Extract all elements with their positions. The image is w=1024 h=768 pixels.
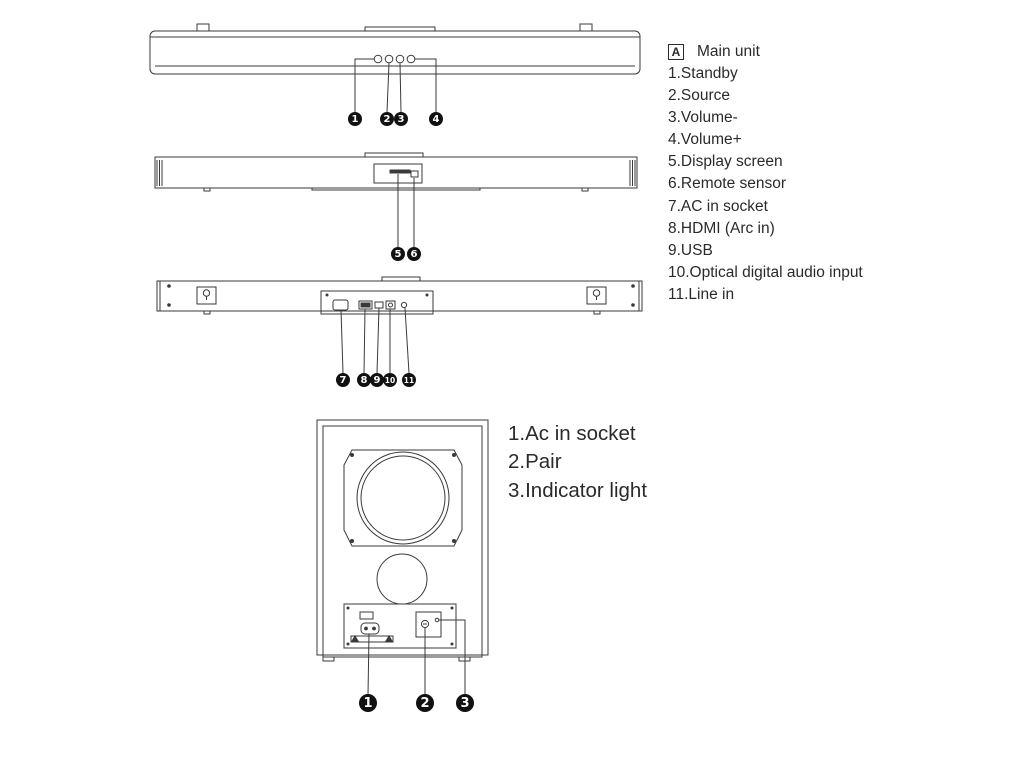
legend-item: 3.Indicator light xyxy=(508,478,648,502)
hdmi-port xyxy=(358,300,373,310)
callout-number: 4 xyxy=(433,114,440,125)
display-screen xyxy=(389,169,411,174)
legend-item: 2.Pair xyxy=(508,450,562,474)
legend-item: 9.USB xyxy=(668,241,713,259)
source-button xyxy=(384,54,394,64)
legend-item: 6.Remote sensor xyxy=(668,175,787,193)
callouts-top-view: 1 2 3 4 xyxy=(348,112,443,126)
callout-marker xyxy=(402,373,416,387)
legend-item: 3.Volume- xyxy=(668,109,738,127)
legend-title-row: A Main unit xyxy=(668,41,863,63)
callouts-subwoofer: 1 2 3 xyxy=(359,694,474,712)
front-grille-right xyxy=(629,160,636,186)
volume-up-button xyxy=(406,54,416,64)
legend-item: 8.HDMI (Arc in) xyxy=(668,219,775,237)
main-unit-part-list: 1.Standby 2.Source 3.Volume- 4.Volume+ 5… xyxy=(668,63,863,306)
callout-marker xyxy=(394,112,408,126)
bass-port xyxy=(376,553,428,605)
legend-item: 1.Standby xyxy=(668,65,738,82)
soundbar-rear-view xyxy=(156,276,643,374)
callout-number: 3 xyxy=(460,696,469,711)
subwoofer-control-panel xyxy=(343,603,457,649)
callout-marker xyxy=(407,247,421,261)
callout-number: 3 xyxy=(398,114,405,125)
woofer-cone xyxy=(360,455,446,541)
front-grille-left xyxy=(156,160,163,186)
callout-marker xyxy=(383,373,397,387)
legend-item: 5.Display screen xyxy=(668,153,783,171)
callout-marker xyxy=(380,112,394,126)
legend-item: 10.Optical digital audio input xyxy=(668,263,863,281)
ac-in-socket xyxy=(332,299,349,311)
callout-number: 11 xyxy=(404,376,414,385)
legend-item: 2.Source xyxy=(668,87,731,105)
usb-port xyxy=(374,301,384,309)
pair-button xyxy=(420,619,430,629)
volume-down-button xyxy=(395,54,405,64)
callout-marker xyxy=(348,112,362,126)
rear-connector-panel xyxy=(320,290,434,315)
callout-number: 1 xyxy=(352,114,359,125)
callout-marker xyxy=(391,247,405,261)
standby-button xyxy=(373,54,383,64)
section-letter-badge: A xyxy=(668,44,684,60)
callout-marker xyxy=(456,694,474,712)
callouts-front-view: 5 6 xyxy=(391,247,421,261)
callout-number: 8 xyxy=(361,375,368,386)
callout-number: 1 xyxy=(363,696,372,711)
callout-number: 6 xyxy=(411,249,418,260)
pair-button-housing xyxy=(415,611,442,638)
callout-marker xyxy=(336,373,350,387)
legend-item: 1.Ac in socket xyxy=(508,422,636,445)
soundbar-front-view xyxy=(154,152,638,247)
subwoofer-rear-view xyxy=(316,419,489,696)
woofer-frame xyxy=(343,449,463,547)
wall-mount-hole-left xyxy=(196,286,217,305)
callout-number: 2 xyxy=(384,114,391,125)
callout-marker xyxy=(359,694,377,712)
legend-item: 4.Volume+ xyxy=(668,131,742,149)
callout-marker xyxy=(370,373,384,387)
callout-marker xyxy=(429,112,443,126)
indicator-light xyxy=(434,617,440,623)
callout-number: 5 xyxy=(395,249,402,260)
legend-title: Main unit xyxy=(697,42,760,60)
optical-port xyxy=(385,300,396,310)
legend-item: 11.Line in xyxy=(668,285,735,303)
callout-number: 9 xyxy=(374,375,381,386)
callout-number: 7 xyxy=(340,375,347,386)
subwoofer-ac-socket xyxy=(360,622,380,635)
line-in-jack xyxy=(400,301,408,309)
subwoofer-legend: 1.Ac in socket 2.Pair 3.Indicator light xyxy=(508,420,647,505)
wall-mount-hole-right xyxy=(586,286,607,305)
main-unit-legend: A Main unit 1.Standby 2.Source 3.Volume-… xyxy=(668,41,863,306)
remote-sensor xyxy=(410,170,419,178)
subwoofer-part-list: 1.Ac in socket 2.Pair 3.Indicator light xyxy=(508,420,647,505)
legend-item: 7.AC in socket xyxy=(668,197,768,215)
callout-marker xyxy=(416,694,434,712)
callout-marker xyxy=(357,373,371,387)
soundbar-top-view xyxy=(149,23,641,113)
callout-number: 2 xyxy=(420,696,429,711)
callouts-rear-view: 7 8 9 10 11 xyxy=(336,373,416,387)
callout-number: 10 xyxy=(385,376,395,385)
